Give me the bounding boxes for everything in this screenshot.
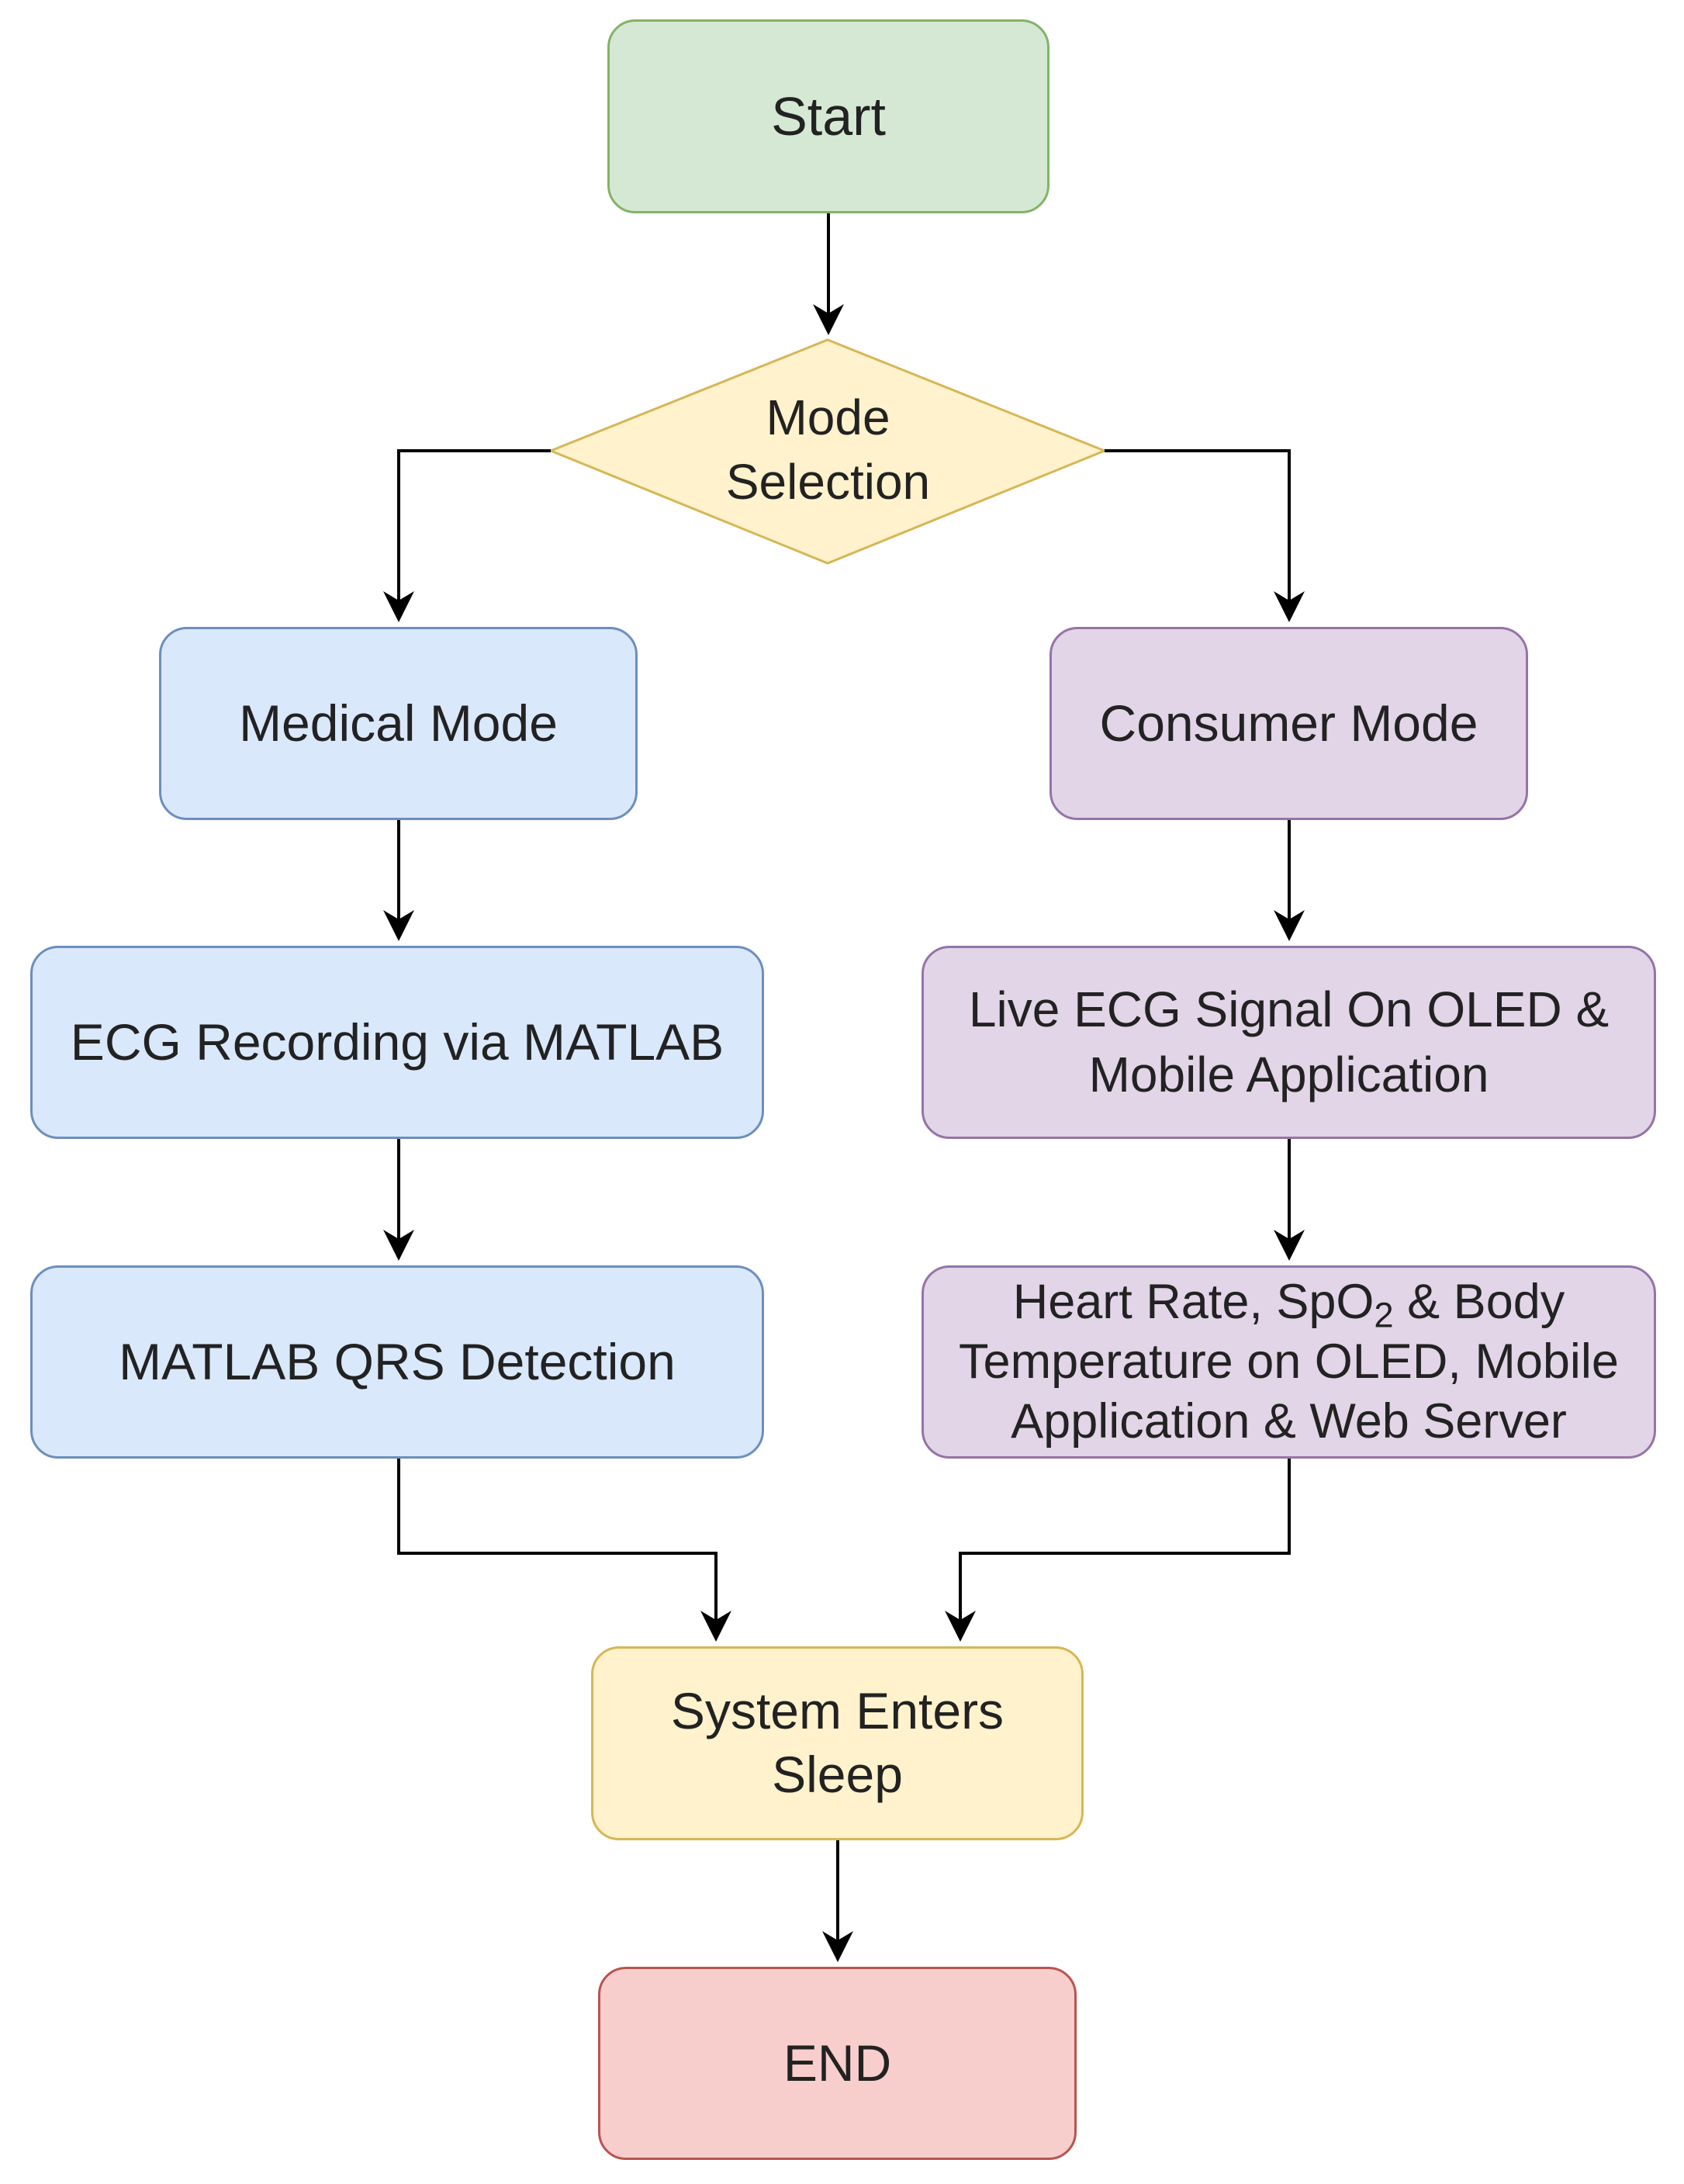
- consumer-mode-node: Consumer Mode: [1049, 627, 1528, 820]
- live-ecg-node: Live ECG Signal On OLED & Mobile Applica…: [922, 946, 1656, 1139]
- mode-selection-diamond: [547, 338, 1108, 565]
- sleep-label: System Enters Sleep: [670, 1682, 1005, 1803]
- arrow-mode-selection-to-medical-mode: [383, 449, 551, 622]
- arrow-vitals-to-sleep: [945, 1459, 1291, 1642]
- mode-selection-line2: Selection: [725, 454, 931, 510]
- ecg-recording-label: ECG Recording via MATLAB: [70, 1012, 724, 1071]
- end-label: END: [783, 2033, 892, 2092]
- live-ecg-line2: Mobile Application: [1088, 1046, 1489, 1102]
- mode-selection-line1: Mode: [766, 389, 890, 445]
- vitals-line2: Temperature on OLED, Mobile: [959, 1334, 1619, 1390]
- live-ecg-line1: Live ECG Signal On OLED &: [968, 981, 1610, 1038]
- qrs-detection-node: MATLAB QRS Detection: [30, 1265, 764, 1459]
- vitals-line1-pre: Heart Rate, SpO: [1012, 1275, 1375, 1330]
- vitals-line1-post: & Body: [1393, 1275, 1565, 1330]
- sleep-node: System Enters Sleep: [591, 1646, 1084, 1840]
- vitals-line1: Heart Rate, SpO2 & Body: [1012, 1272, 1565, 1335]
- vitals-line3: Application & Web Server: [1011, 1393, 1567, 1449]
- end-node: END: [598, 1967, 1077, 2160]
- arrow-qrs-detection-to-sleep: [397, 1459, 731, 1642]
- medical-mode-label: Medical Mode: [239, 694, 558, 752]
- start-node: Start: [607, 19, 1049, 213]
- vitals-line1-subscript: 2: [1374, 1295, 1394, 1335]
- medical-mode-node: Medical Mode: [159, 627, 638, 820]
- mode-selection-node: Mode Selection: [636, 365, 1020, 535]
- vitals-node: Heart Rate, SpO2 & Body Temperature on O…: [922, 1265, 1656, 1459]
- ecg-recording-node: ECG Recording via MATLAB: [30, 946, 764, 1139]
- start-label: Start: [771, 85, 886, 147]
- consumer-mode-label: Consumer Mode: [1099, 694, 1478, 752]
- qrs-detection-label: MATLAB QRS Detection: [119, 1332, 676, 1390]
- arrow-mode-selection-to-consumer-mode: [1105, 449, 1305, 622]
